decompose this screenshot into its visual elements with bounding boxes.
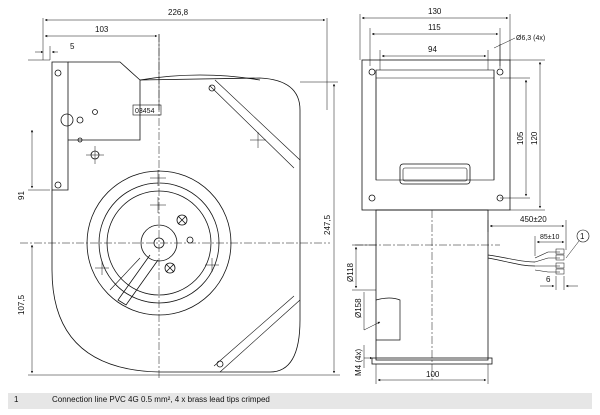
- dim-height-120: 120: [530, 131, 539, 145]
- dim-thread: M4 (4x): [354, 349, 363, 376]
- front-view: [20, 18, 340, 380]
- dim-height-lower: 107,5: [17, 294, 26, 315]
- nameplate-code: 03454: [135, 108, 155, 115]
- dim-diameter-158: Ø158: [354, 298, 363, 318]
- legend-text: Connection line PVC 4G 0.5 mm², 4 x bras…: [52, 395, 270, 404]
- legend-number: 1: [14, 395, 19, 404]
- dim-height-105: 105: [516, 131, 525, 145]
- dim-width-130: 130: [428, 7, 442, 16]
- dim-half-width: 103: [95, 25, 109, 34]
- dim-cable-length: 450±20: [520, 215, 547, 224]
- dim-width-115: 115: [428, 23, 441, 32]
- dim-overall-width: 226,8: [168, 8, 189, 17]
- side-view: [352, 14, 590, 384]
- dim-width-100: 100: [426, 370, 440, 379]
- dim-tip-length: 6: [546, 275, 551, 284]
- dim-overall-height: 247,5: [323, 214, 332, 235]
- legend-row: 1 Connection line PVC 4G 0.5 mm², 4 x br…: [8, 393, 592, 409]
- dim-diameter-118: Ø118: [346, 262, 355, 282]
- callout-number: 1: [580, 232, 585, 241]
- dim-width-94: 94: [428, 45, 437, 54]
- dim-height-upper: 91: [17, 191, 26, 200]
- dim-hole-diameter: Ø6,3 (4x): [516, 35, 545, 42]
- dim-strip-length: 85±10: [540, 234, 560, 241]
- dim-small-offset: 5: [70, 42, 75, 51]
